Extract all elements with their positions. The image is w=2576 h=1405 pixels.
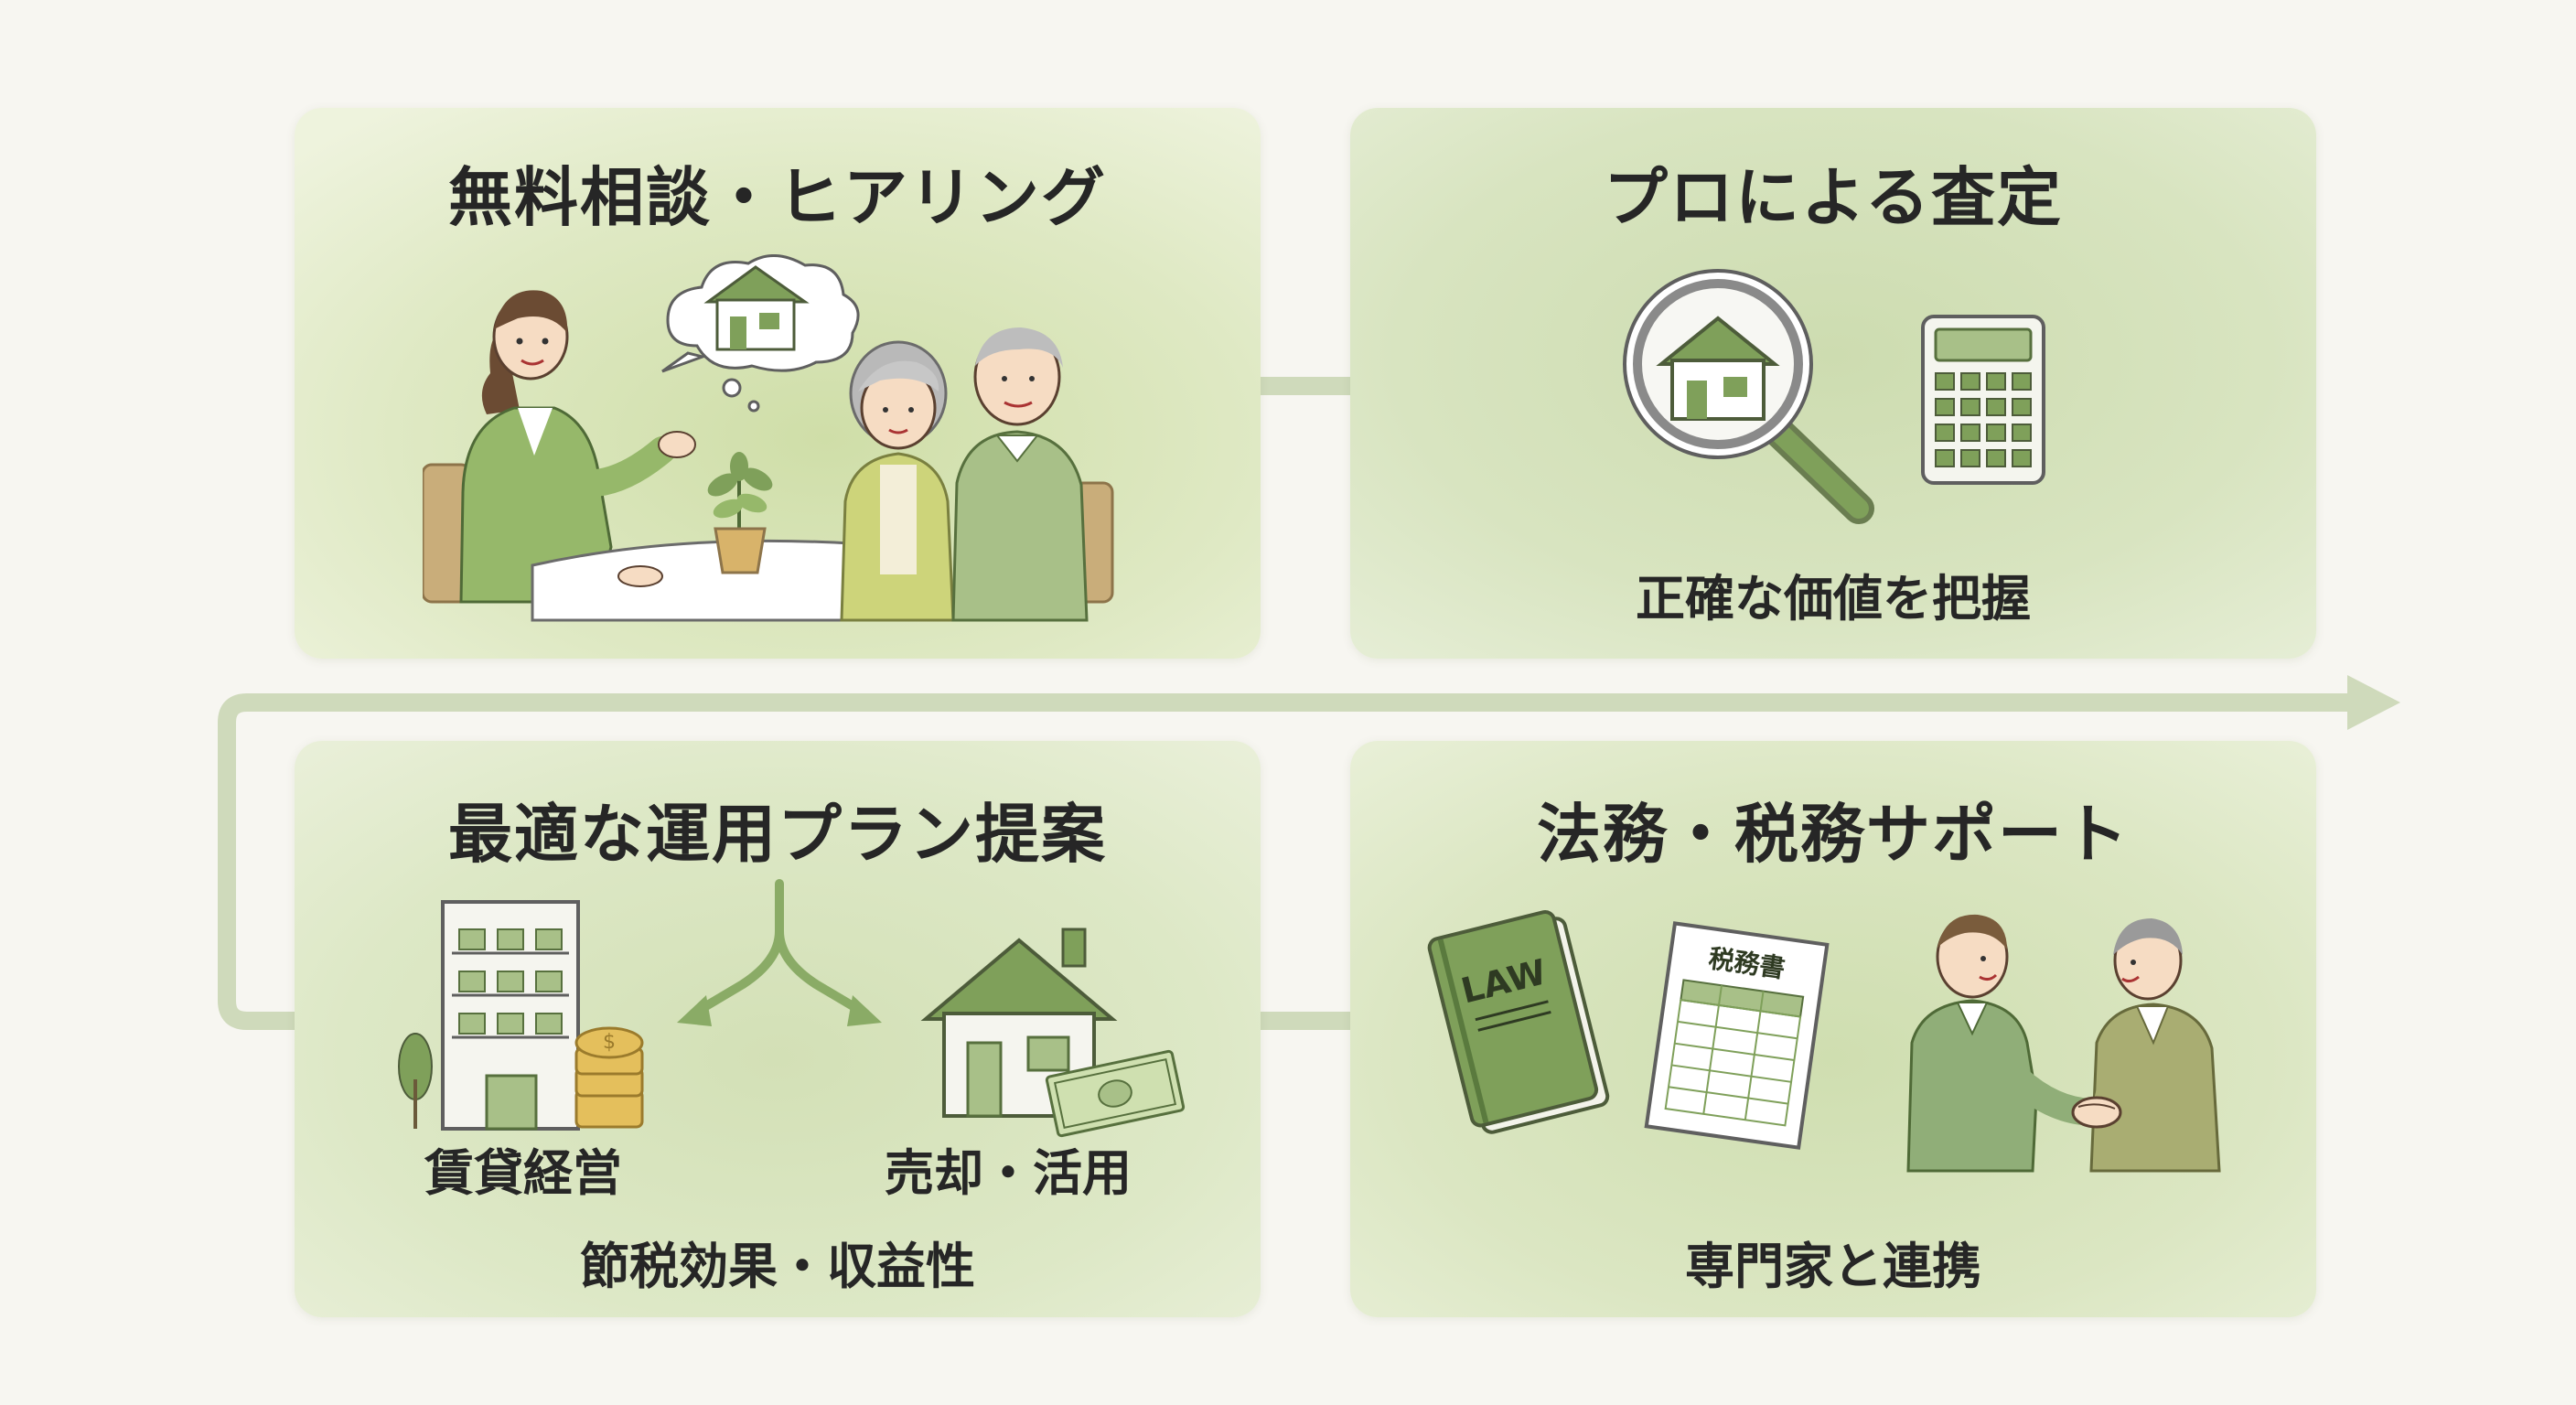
handshake-icon [2071,1096,2122,1129]
expert-person-right [2089,918,2221,1173]
step-caption: 専門家と連携 [1685,1238,1981,1295]
branch-arrows [677,879,882,1026]
consultation-illustration [423,254,1114,622]
house-icon [1656,316,1780,421]
expert-person-left [1906,914,2109,1173]
step-title: 無料相談・ヒアリング [448,160,1107,235]
handshake-experts-illustration [1906,914,2221,1173]
card-background [1350,108,2316,659]
calculator-icon [1921,315,2045,485]
consultant-person [459,290,696,604]
step-title: 最適な運用プラン提案 [448,797,1107,872]
step-card-consultation: 無料相談・ヒアリング [295,108,1261,659]
magnifier-house-icon [1623,269,1874,524]
cash-icon [1045,1049,1186,1138]
elderly-man-person [951,327,1089,622]
step-title: 法務・税務サポート [1537,797,2130,872]
house-cash-icon [920,928,1186,1138]
option-sale-utilization: 売却・活用 [885,1144,1132,1202]
flow-arrow-head [2347,675,2400,730]
step-card-legal-tax-support: 法務・税務サポート LAW 税務書 [1350,741,2316,1317]
coins-icon [574,1026,644,1129]
connector-return-loop [218,693,2360,1030]
step-caption: 節税効果・収益性 [580,1238,975,1295]
plant-icon [707,452,773,574]
tax-document-icon: 税務書 [1644,921,1830,1150]
step-caption: 正確な価値を把握 [1636,570,2031,627]
step-title: プロによる査定 [1604,160,2063,235]
apartment-building-icon: $ [398,900,644,1131]
thought-bubble [661,254,860,413]
option-rental-management: 賃貸経営 [424,1144,622,1202]
step-card-plan-proposal: 最適な運用プラン提案 $ [295,741,1261,1317]
elderly-woman-person [840,340,955,622]
step-card-appraisal: プロによる査定 正確な価値を把握 [1350,108,2316,659]
law-book-icon: LAW [1427,910,1610,1134]
house-icon [703,265,810,351]
svg-text:$: $ [603,1031,616,1054]
